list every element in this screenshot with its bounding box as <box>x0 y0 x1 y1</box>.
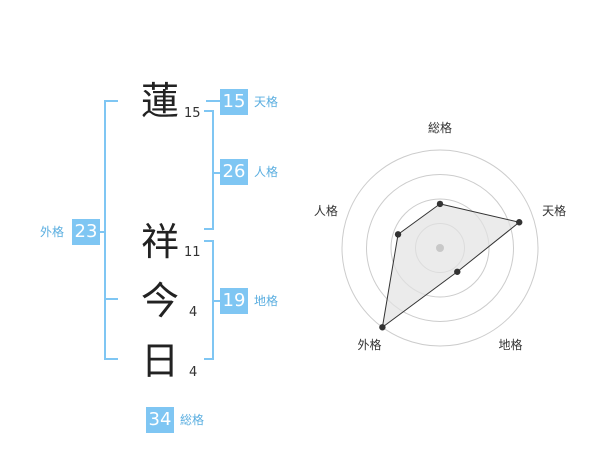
radar-point <box>394 231 402 238</box>
radar-center-dot <box>436 244 444 252</box>
radar-rings <box>341 149 539 347</box>
radar-axis-label: 地格 <box>498 337 522 352</box>
name-char-4: 日 <box>140 339 179 383</box>
radar-axis-label: 人格 <box>314 203 338 218</box>
soukaku-label: 総格 <box>180 413 205 427</box>
jinkaku-label: 人格 <box>254 165 279 179</box>
name-char-1: 蓮 <box>140 79 179 123</box>
jinkaku-value: 26 <box>220 159 248 185</box>
radar-ring <box>341 149 539 347</box>
stroke-count-3: 4 <box>189 305 198 320</box>
radar-axis-label: 外格 <box>357 337 381 352</box>
stroke-count-1: 15 <box>184 106 201 121</box>
radar-ring <box>390 198 490 298</box>
radar-point <box>379 324 386 331</box>
radar-point <box>516 219 523 226</box>
stroke-count-4: 4 <box>189 365 198 380</box>
gaikaku-label: 外格 <box>40 225 65 239</box>
radar-point <box>454 268 461 275</box>
radar-axis-label: 天格 <box>542 203 566 218</box>
radar-data-polygon <box>381 203 521 329</box>
chikaku-value: 19 <box>220 288 248 314</box>
tenkaku-value: 15 <box>220 89 248 115</box>
stroke-count-2: 11 <box>184 245 201 260</box>
soukaku-value: 34 <box>146 407 174 433</box>
name-char-2: 祥 <box>140 220 179 264</box>
tenkaku-label: 天格 <box>254 95 279 109</box>
chikaku-label: 地格 <box>254 294 279 308</box>
gaikaku-value: 23 <box>72 219 100 245</box>
radar-axis-label: 総格 <box>428 120 452 135</box>
radar-data-points <box>379 200 523 331</box>
radar-point <box>436 200 444 208</box>
radar-ring <box>366 174 514 322</box>
name-char-3: 今 <box>140 279 179 323</box>
